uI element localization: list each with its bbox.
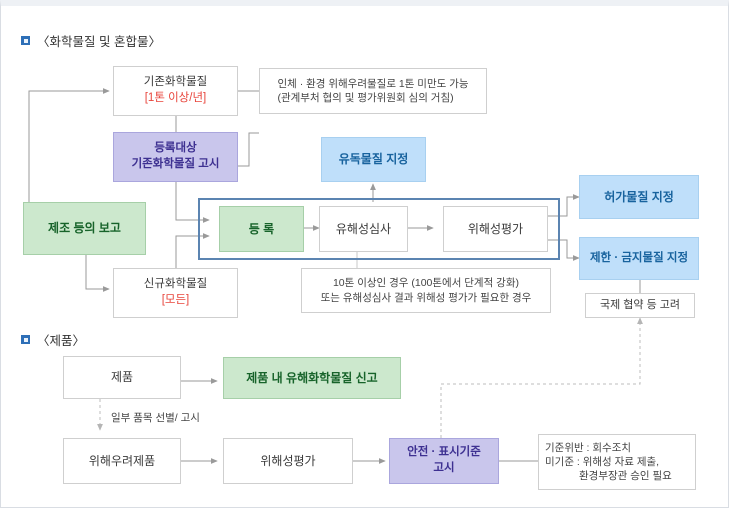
risk-concern-product-label: 위해우려제품 xyxy=(88,453,156,468)
threshold-note-line2: 또는 유해성심사 결과 위해성 평가가 필요한 경우 xyxy=(320,291,532,304)
node-violation-note: 기준위반 : 회수조치 미기준 : 위해성 자료 제출, 환경부장관 승인 필요 xyxy=(538,434,696,490)
section-heading-products: 〈제품〉 xyxy=(21,330,85,349)
registration-label: 등 록 xyxy=(248,221,275,236)
safety-standard-line1: 안전 · 표시기준 xyxy=(407,446,481,459)
node-risk-assessment[interactable]: 위해성평가 xyxy=(443,206,548,252)
violation-note-line1: 기준위반 : 회수조치 xyxy=(545,441,632,454)
threshold-note-line1: 10톤 이상인 경우 (100톤에서 단계적 강화) xyxy=(332,277,519,290)
new-chemical-line2: [모든] xyxy=(161,294,190,306)
registration-notice-line1: 등록대상 xyxy=(154,142,197,155)
node-manufacture-report[interactable]: 제조 등의 보고 xyxy=(23,202,146,255)
node-hazard-review[interactable]: 유해성심사 xyxy=(319,206,408,252)
node-permitted-substance-designation[interactable]: 허가물질 지정 xyxy=(579,175,699,219)
square-bullet-icon xyxy=(21,335,30,344)
node-product-hazard-declaration[interactable]: 제품 내 유해화학물질 신고 xyxy=(223,357,401,399)
exemption-note-line1: 인체 · 환경 위해우려물질로 1톤 미만도 가능 xyxy=(277,77,469,90)
violation-note-line3: 환경부장관 승인 필요 xyxy=(579,470,672,483)
node-restricted-prohibited-designation[interactable]: 제한 · 금지물질 지정 xyxy=(579,237,699,280)
section-heading-chemicals: 〈화학물질 및 혼합물〉 xyxy=(21,31,161,50)
node-safety-labeling-standard[interactable]: 안전 · 표시기준 고시 xyxy=(389,438,499,484)
violation-note-line2: 미기준 : 위해성 자료 제출, xyxy=(545,455,660,468)
label-item-selection-notice: 일부 품목 선별/ 고시 xyxy=(111,410,200,425)
item-selection-notice-text: 일부 품목 선별/ 고시 xyxy=(111,412,200,424)
node-product-risk-assessment[interactable]: 위해성평가 xyxy=(223,438,353,484)
registration-notice-line2: 기존화학물질 고시 xyxy=(131,158,220,170)
node-toxic-substance-designation[interactable]: 유독물질 지정 xyxy=(321,137,426,182)
node-registration[interactable]: 등 록 xyxy=(219,206,304,252)
hazard-review-label: 유해성심사 xyxy=(335,221,392,236)
diagram-stage: 〈화학물질 및 혼합물〉 〈제품〉 기존화학물질 [1톤 이상/년] 인체 · … xyxy=(1,6,729,514)
new-chemical-line1: 신규화학물질 xyxy=(143,278,208,291)
node-existing-chemical[interactable]: 기존화학물질 [1톤 이상/년] xyxy=(113,66,238,116)
toxic-substance-label: 유독물질 지정 xyxy=(338,152,409,167)
manufacture-report-label: 제조 등의 보고 xyxy=(48,221,121,236)
existing-chemical-line2: [1톤 이상/년] xyxy=(144,92,207,104)
square-bullet-icon xyxy=(21,36,30,45)
node-international-treaty: 국제 협약 등 고려 xyxy=(585,293,695,318)
permitted-substance-label: 허가물질 지정 xyxy=(604,189,674,204)
product-label: 제품 xyxy=(110,370,134,385)
node-product[interactable]: 제품 xyxy=(63,356,181,399)
safety-standard-line2: 고시 xyxy=(433,462,455,474)
node-exemption-note: 인체 · 환경 위해우려물질로 1톤 미만도 가능 (관계부처 협의 및 평가위… xyxy=(259,68,487,114)
node-new-chemical[interactable]: 신규화학물질 [모든] xyxy=(113,268,238,318)
node-risk-concern-product[interactable]: 위해우려제품 xyxy=(63,438,181,484)
section-title-chemicals: 〈화학물질 및 혼합물〉 xyxy=(37,35,161,49)
node-registration-target-notice[interactable]: 등록대상 기존화학물질 고시 xyxy=(113,132,238,182)
product-risk-assessment-label: 위해성평가 xyxy=(260,453,316,468)
existing-chemical-line1: 기존화학물질 xyxy=(143,76,208,89)
group-registration-evaluation xyxy=(198,198,560,260)
product-hazard-declaration-label: 제품 내 유해화학물질 신고 xyxy=(246,370,378,385)
restricted-substance-label: 제한 · 금지물질 지정 xyxy=(589,251,689,264)
exemption-note-line2: (관계부처 협의 및 평가위원회 심의 거침) xyxy=(277,92,454,104)
section-title-products: 〈제품〉 xyxy=(37,334,86,348)
risk-assessment-label: 위해성평가 xyxy=(467,221,524,236)
node-threshold-note: 10톤 이상인 경우 (100톤에서 단계적 강화) 또는 유해성심사 결과 위… xyxy=(301,268,551,313)
international-treaty-label: 국제 협약 등 고려 xyxy=(599,299,680,312)
